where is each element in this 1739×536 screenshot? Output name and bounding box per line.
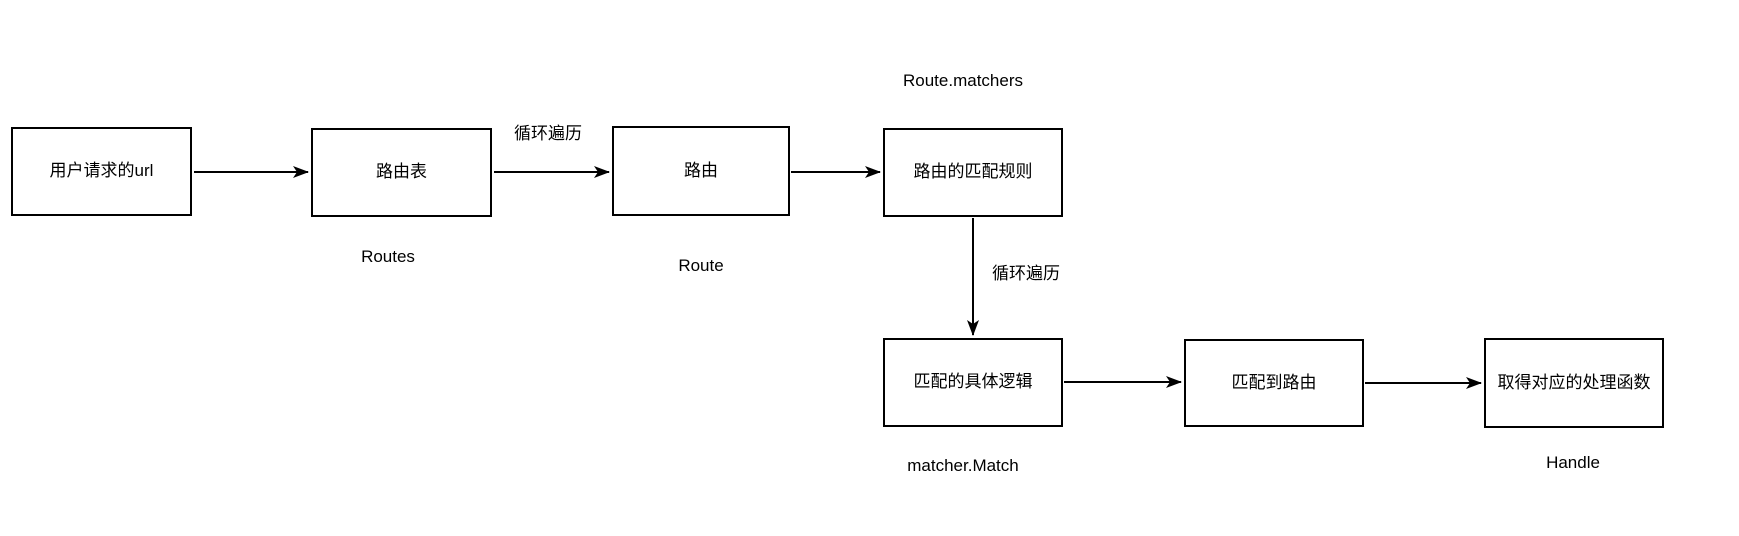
node-route: 路由 bbox=[612, 126, 790, 216]
caption-route-matchers: Route.matchers bbox=[903, 71, 1023, 90]
caption-routes: Routes bbox=[361, 247, 415, 266]
node-matcher-logic-label: 匹配的具体逻辑 bbox=[913, 372, 1033, 392]
caption-handle: Handle bbox=[1546, 453, 1600, 472]
node-handler-label: 取得对应的处理函数 bbox=[1497, 372, 1651, 392]
edge-label-loop-traverse-1: 循环遍历 bbox=[514, 124, 582, 143]
node-matched-route-label: 匹配到路由 bbox=[1231, 372, 1317, 392]
caption-route: Route bbox=[678, 256, 724, 275]
node-route-matchers: 路由的匹配规则 bbox=[883, 128, 1063, 217]
caption-matcher-match: matcher.Match bbox=[907, 456, 1019, 475]
edge-label-loop-traverse-2: 循环遍历 bbox=[992, 264, 1060, 283]
node-routes-table-label: 路由表 bbox=[376, 162, 427, 182]
node-user-url-label: 用户请求的url bbox=[49, 161, 154, 181]
node-user-url: 用户请求的url bbox=[11, 127, 192, 216]
node-matcher-logic: 匹配的具体逻辑 bbox=[883, 338, 1063, 427]
node-handler: 取得对应的处理函数 bbox=[1484, 338, 1664, 428]
node-routes-table: 路由表 bbox=[311, 128, 492, 217]
node-matched-route: 匹配到路由 bbox=[1184, 339, 1364, 427]
node-route-label: 路由 bbox=[684, 160, 718, 180]
node-route-matchers-label: 路由的匹配规则 bbox=[913, 162, 1033, 182]
